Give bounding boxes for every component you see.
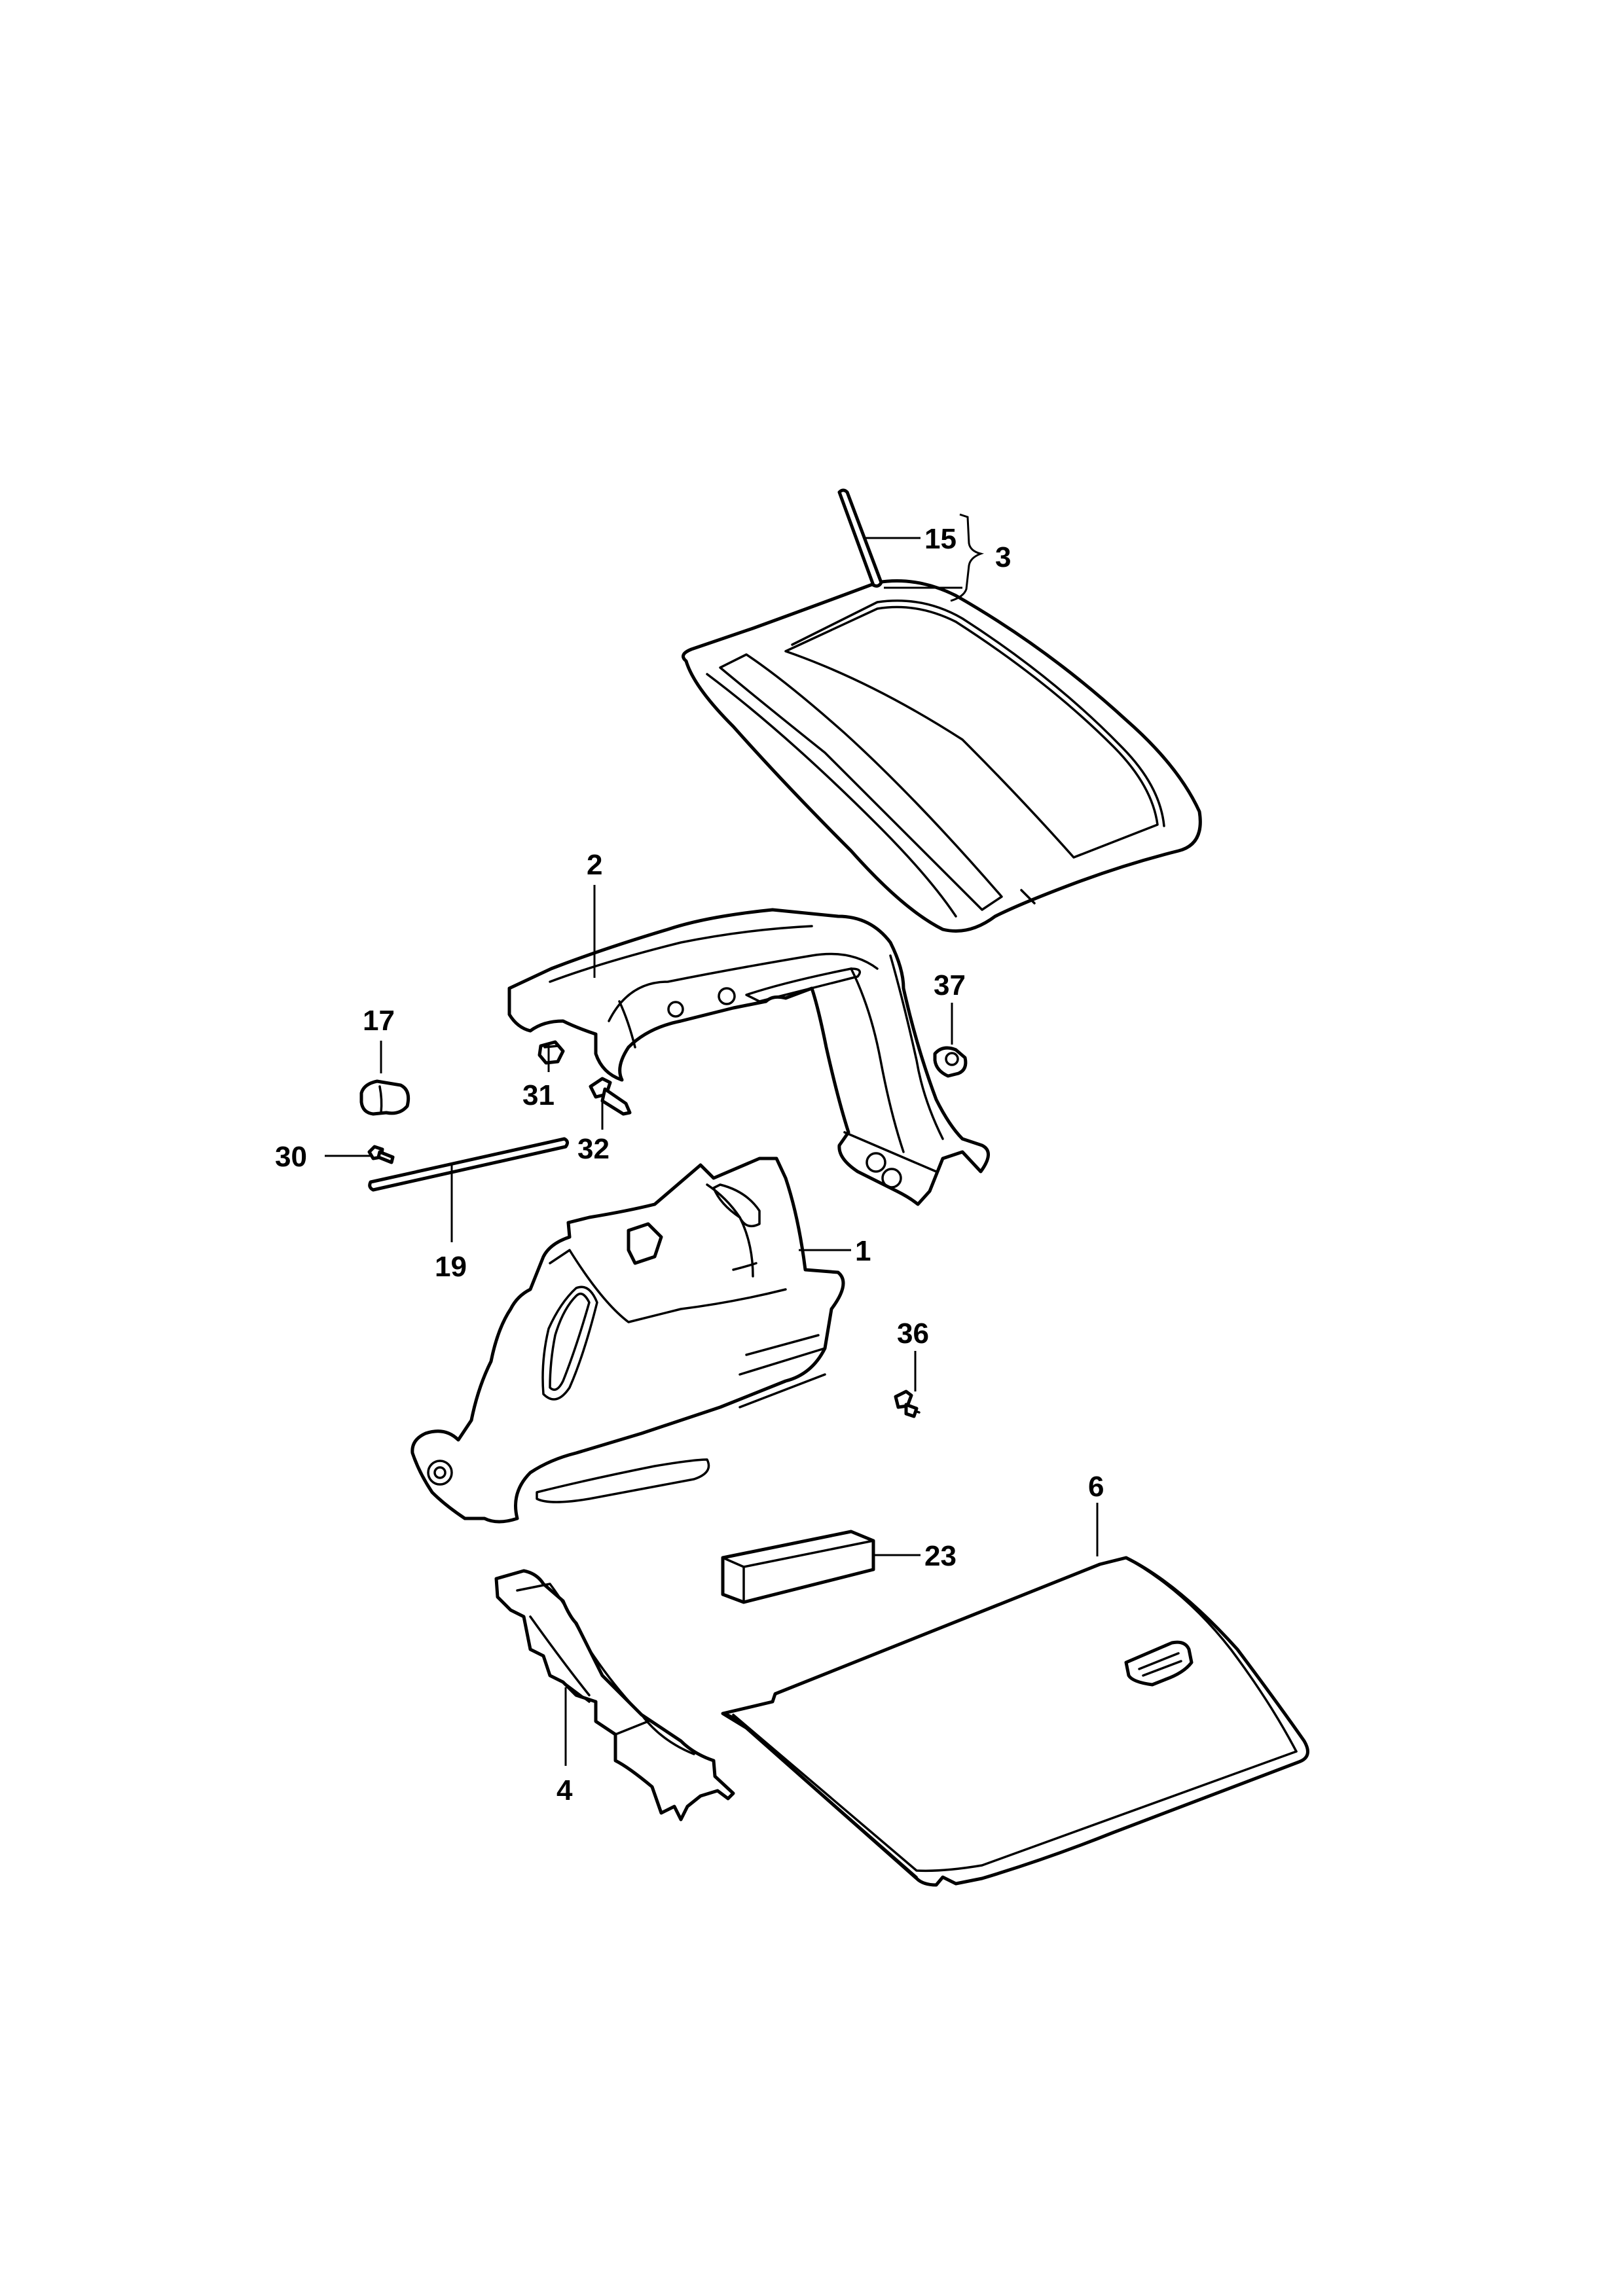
callout-37: 37 <box>934 969 966 1001</box>
part-3-glass-panel <box>682 579 1202 933</box>
callout-17: 17 <box>363 1005 395 1037</box>
callout-6: 6 <box>1088 1471 1104 1503</box>
part-23-foam-block <box>721 1530 875 1604</box>
part-6-floor-cover <box>721 1556 1309 1887</box>
part-36-push-clip <box>894 1390 921 1418</box>
callout-1: 1 <box>855 1235 871 1267</box>
part-4-sill-bracket <box>494 1569 735 1821</box>
callout-30: 30 <box>275 1141 307 1173</box>
callout-32: 32 <box>577 1133 610 1165</box>
callout-23: 23 <box>924 1540 957 1572</box>
part-19-rod <box>368 1137 570 1192</box>
part-31-retainer <box>538 1040 565 1065</box>
part-17-clip <box>359 1079 410 1116</box>
callout-3: 3 <box>995 541 1011 573</box>
callout-31: 31 <box>522 1079 555 1111</box>
leader-lines <box>325 513 1099 1766</box>
callout-36: 36 <box>897 1318 929 1350</box>
part-15-seal-strip <box>837 488 883 588</box>
callout-15: 15 <box>924 523 957 555</box>
callout-labels: 15 3 2 17 37 31 32 30 19 1 36 6 23 4 <box>275 523 1104 1806</box>
part-32-screw <box>589 1077 632 1116</box>
part-37-grommet <box>933 1046 968 1078</box>
callout-19: 19 <box>435 1251 467 1283</box>
callout-2: 2 <box>587 849 602 881</box>
callout-4: 4 <box>556 1774 573 1806</box>
part-30-screw <box>367 1145 395 1164</box>
part-2-upper-pillar-trim <box>507 908 990 1206</box>
part-1-quarter-trim-panel <box>410 1157 845 1524</box>
